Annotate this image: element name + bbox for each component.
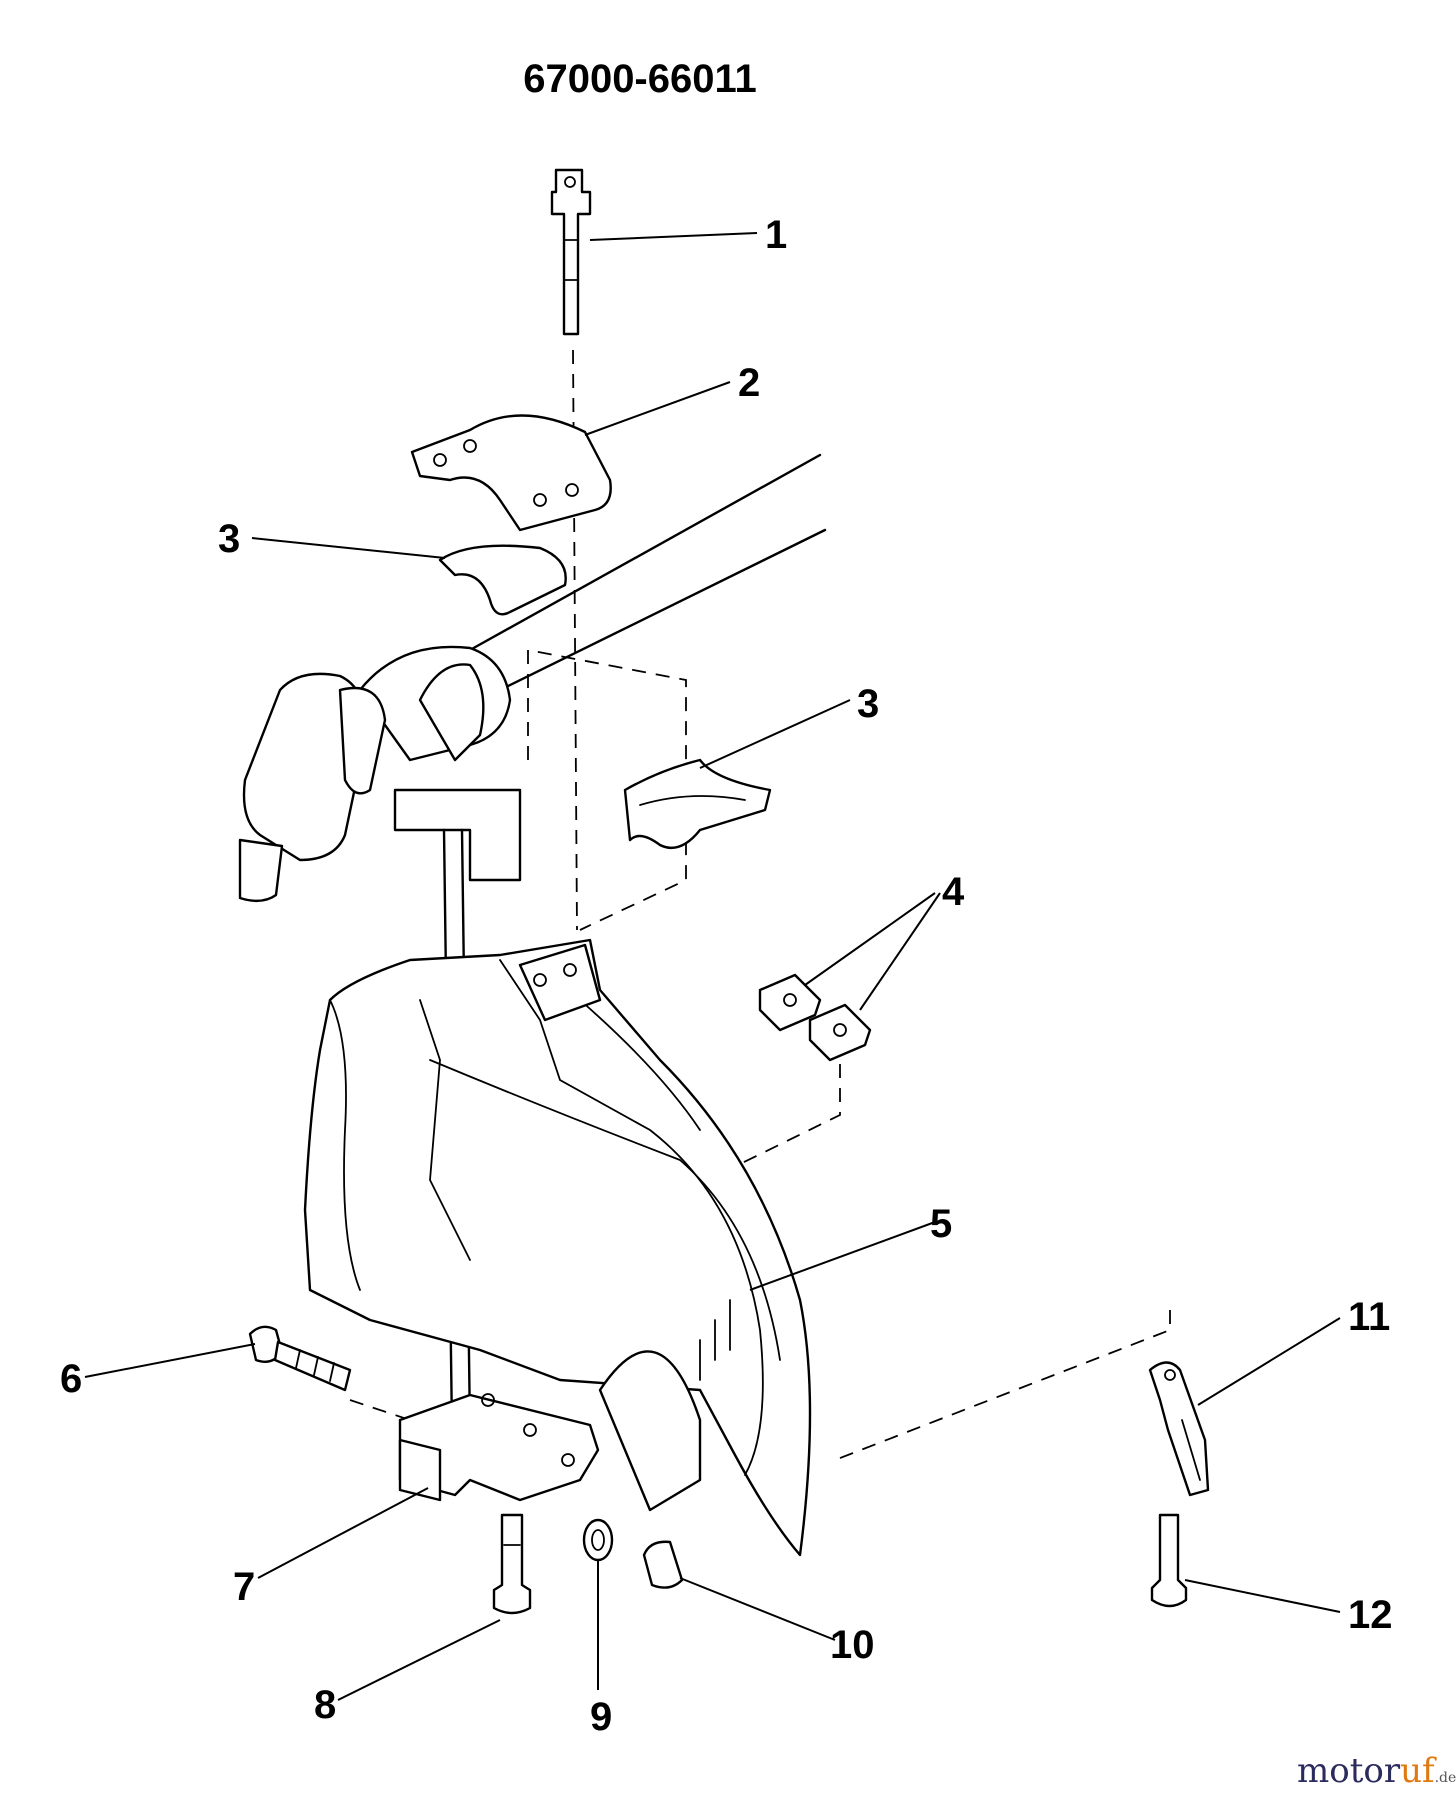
callout-6: 6 — [60, 1357, 82, 1401]
callout-10: 10 — [830, 1623, 875, 1667]
diagram-title: 67000-66011 — [523, 57, 757, 101]
callout-7: 7 — [233, 1565, 255, 1609]
callout-8: 8 — [314, 1683, 336, 1727]
part-half-shell-lower-3 — [623, 758, 772, 850]
callout-3-upper: 3 — [218, 517, 240, 561]
watermark-tld: .de — [1435, 1770, 1456, 1786]
callout-9: 9 — [590, 1695, 612, 1739]
part-nut-10 — [642, 1540, 684, 1589]
leader-lines — [84, 232, 1341, 1701]
part-washer-9 — [582, 1518, 614, 1562]
part-bolt-8 — [492, 1513, 532, 1615]
part-screw-12 — [1150, 1513, 1188, 1608]
callout-11: 11 — [1348, 1295, 1390, 1339]
part-screw-6 — [248, 1325, 352, 1392]
callout-labels: 1 2 3 3 4 5 6 7 8 9 10 11 12 — [60, 213, 1393, 1739]
watermark-logo: motoruf.de — [1297, 1751, 1456, 1791]
part-nuts-4 — [758, 973, 872, 1062]
callout-4: 4 — [942, 870, 965, 914]
watermark-brand-a: motor — [1297, 1751, 1401, 1791]
part-bolt-1 — [550, 168, 592, 336]
svg-text:motoruf.de: motoruf.de — [1297, 1751, 1456, 1791]
part-clamp-upper-2 — [410, 414, 612, 532]
part-guard-5 — [303, 938, 812, 1557]
part-drive-tube — [358, 453, 827, 762]
callout-2: 2 — [738, 361, 760, 405]
part-half-shell-upper-3 — [438, 544, 567, 616]
callout-1: 1 — [765, 213, 787, 257]
watermark-brand-b: uf — [1400, 1751, 1437, 1791]
callout-3-lower: 3 — [857, 682, 879, 726]
part-blade-bracket-11 — [1148, 1361, 1210, 1497]
callout-12: 12 — [1348, 1593, 1393, 1637]
part-gear-head — [238, 672, 387, 903]
callout-5: 5 — [930, 1202, 952, 1246]
part-clamp-lower-7 — [398, 1393, 600, 1502]
